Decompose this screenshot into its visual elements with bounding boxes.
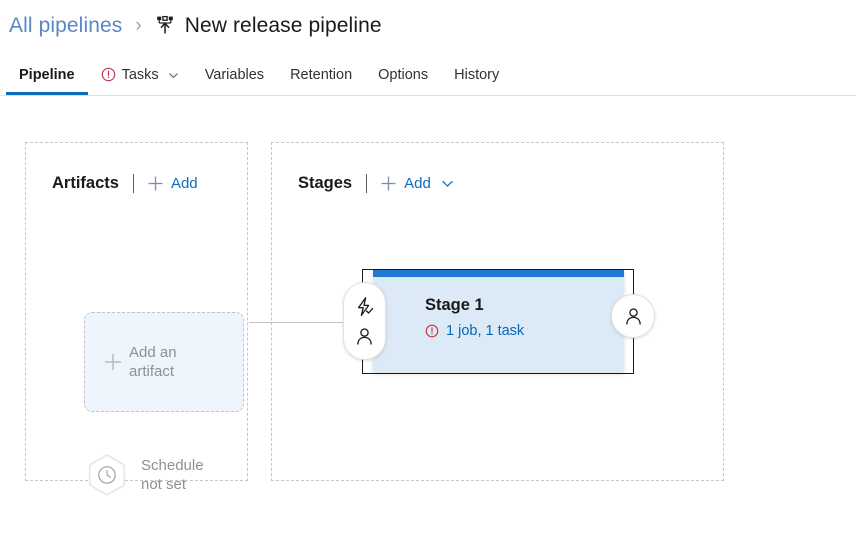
- person-icon: [623, 306, 644, 327]
- error-circle-icon: [101, 67, 116, 82]
- add-artifact-line2: artifact: [129, 363, 175, 380]
- stage-status[interactable]: 1 job, 1 task: [425, 323, 614, 339]
- plus-icon: [147, 175, 164, 192]
- tab-options-label: Options: [378, 66, 429, 83]
- plus-icon: [103, 352, 123, 372]
- plus-icon: [380, 175, 397, 192]
- post-deployment-conditions-button[interactable]: [611, 294, 655, 338]
- tab-tasks-label: Tasks: [121, 66, 159, 83]
- stage-card-top-bar: [373, 270, 624, 277]
- add-an-artifact-label: Add an artifact: [129, 343, 177, 381]
- tab-bar: Pipeline Tasks Variabl: [0, 58, 856, 97]
- chevron-down-icon[interactable]: [168, 69, 179, 80]
- stages-title: Stages: [298, 174, 353, 192]
- tab-bar-divider: [0, 95, 856, 96]
- lightning-bolt-check-icon: [354, 296, 375, 317]
- schedule-label: Schedule not set: [141, 456, 204, 494]
- breadcrumb-separator: ›: [135, 14, 142, 36]
- clock-icon: [84, 452, 130, 498]
- tab-pipeline[interactable]: Pipeline: [6, 58, 88, 95]
- add-stage-button[interactable]: Add: [380, 175, 431, 192]
- tab-history[interactable]: History: [441, 58, 512, 91]
- artifacts-panel: Artifacts Add: [25, 142, 248, 496]
- stage-name: Stage 1: [425, 296, 484, 314]
- stage-card-content: Stage 1 1 job, 1 task: [425, 296, 614, 339]
- stages-panel-header: Stages Add: [298, 174, 454, 193]
- tab-tasks[interactable]: Tasks: [88, 58, 192, 91]
- artifacts-title: Artifacts: [52, 174, 119, 192]
- tab-retention-label: Retention: [290, 66, 353, 83]
- add-artifact-label: Add: [170, 175, 198, 192]
- error-circle-icon: [425, 324, 439, 338]
- tab-list: Pipeline Tasks Variabl: [0, 58, 856, 96]
- pipeline-canvas: Artifacts Add: [0, 98, 856, 542]
- chevron-down-icon[interactable]: [441, 177, 454, 190]
- breadcrumb: All pipelines › New release pipeline: [9, 8, 382, 42]
- schedule-tile[interactable]: Schedule not set: [84, 452, 204, 498]
- pre-deployment-conditions-button[interactable]: [343, 282, 386, 360]
- release-pipeline-icon: [154, 14, 176, 36]
- tab-variables-label: Variables: [204, 66, 265, 83]
- add-stage-label: Add: [404, 175, 431, 192]
- stage-status-label: 1 job, 1 task: [446, 323, 525, 340]
- tab-history-label: History: [454, 66, 500, 83]
- artifacts-panel-header: Artifacts Add: [52, 174, 198, 193]
- stage-card-stage-1[interactable]: Stage 1 1 job, 1 task: [343, 269, 655, 374]
- schedule-line2: not set: [141, 476, 187, 493]
- breadcrumb-all-pipelines-link[interactable]: All pipelines: [9, 13, 123, 37]
- tab-variables[interactable]: Variables: [192, 58, 277, 91]
- add-artifact-button[interactable]: Add: [147, 175, 198, 192]
- header-divider: [366, 174, 368, 193]
- page-title: New release pipeline: [184, 13, 382, 37]
- tab-options[interactable]: Options: [365, 58, 441, 91]
- add-an-artifact-tile[interactable]: Add an artifact: [84, 312, 244, 412]
- stage-card-body: Stage 1 1 job, 1 task: [373, 270, 624, 372]
- artifact-to-stage-connector: [249, 322, 364, 323]
- tab-retention[interactable]: Retention: [277, 58, 365, 91]
- tab-pipeline-label: Pipeline: [19, 66, 75, 83]
- stages-panel: Stages Add: [271, 142, 724, 481]
- header-divider: [132, 174, 134, 193]
- add-artifact-line1: Add an: [129, 343, 177, 361]
- schedule-line1: Schedule: [141, 456, 204, 474]
- person-icon: [354, 326, 375, 347]
